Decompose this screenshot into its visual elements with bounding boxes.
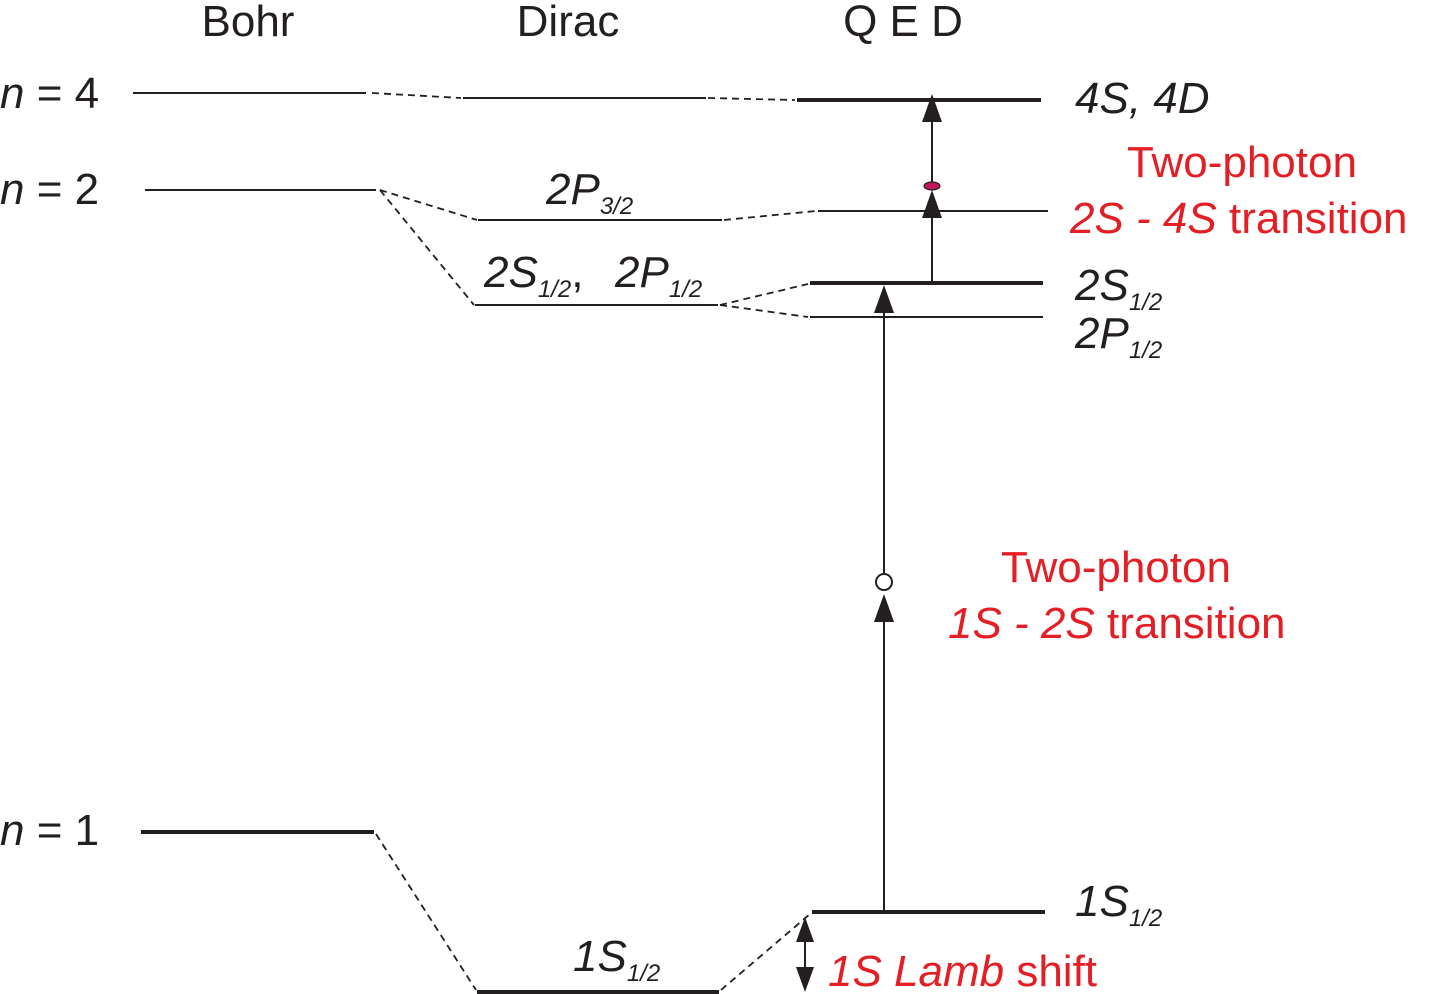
dirac-label-2p32-main: 2P — [545, 165, 600, 214]
annotation-1s-2s-line1: Two-photon — [1001, 543, 1231, 592]
annotation-lamb-shift: 1S Lamb shift — [828, 947, 1097, 994]
qed-label-1s12-sub: 1/2 — [1129, 905, 1162, 932]
bohr-label-n4: n = 4 — [0, 69, 99, 118]
lamb-shift-arrowhead-up — [796, 917, 814, 942]
column-header-bohr: Bohr — [202, 0, 295, 46]
bohr-label-n4-rest: = 4 — [24, 69, 99, 118]
dirac-label-1s12-sub: 1/2 — [627, 960, 660, 987]
qed-label-2s12-main: 2S — [1074, 261, 1129, 310]
dirac-label-2p32-sub: 3/2 — [600, 193, 633, 220]
qed-label-1s12-main: 1S — [1075, 877, 1129, 926]
transition-1s-2s-lower-arrowhead — [874, 594, 894, 622]
annotation-1s-2s-line2: 1S - 2S transition — [948, 599, 1286, 648]
qed-label-2p12-main: 2P — [1074, 309, 1129, 358]
dirac-label-2p32: 2P3/2 — [545, 165, 633, 220]
transition-2s-4s-lower-arrowhead — [922, 190, 942, 218]
connector-dirac-qed-2p32 — [723, 210, 817, 221]
bohr-label-n2-rest: = 2 — [24, 165, 99, 214]
transition-1s-2s-upper-arrowhead — [874, 285, 894, 313]
dirac-label-comma: , — [571, 248, 583, 297]
connector-bohr-dirac-n4 — [371, 92, 462, 99]
bohr-label-n1-rest: = 1 — [24, 806, 99, 855]
transition-2s-4s-upper-arrowhead — [922, 94, 942, 122]
dirac-label-2p12-main: 2P — [614, 248, 669, 297]
bohr-label-n2-var: n — [0, 165, 24, 214]
transition-2s-4s-photon-marker — [923, 181, 941, 191]
bohr-label-n1-var: n — [0, 806, 24, 855]
connector-dirac-qed-1s12 — [720, 913, 811, 991]
dirac-label-1s12: 1S1/2 — [573, 932, 660, 987]
dirac-label-2p12: 2P1/2 — [614, 248, 702, 303]
dirac-label-2p12-sub: 1/2 — [669, 276, 702, 303]
dirac-label-2s12-main: 2S — [483, 248, 538, 297]
annotation-2s-4s-line1: Two-photon — [1127, 138, 1357, 187]
annotation-lamb-rest: shift — [1004, 947, 1097, 994]
bohr-label-n4-var: n — [0, 69, 24, 118]
qed-label-2s12: 2S1/2 — [1074, 261, 1162, 316]
annotation-2s-4s-line2: 2S - 4S transition — [1069, 194, 1408, 243]
connector-dirac-qed-2p12 — [719, 304, 809, 318]
bohr-label-n1: n = 1 — [0, 806, 99, 855]
bohr-label-n2: n = 2 — [0, 165, 99, 214]
annotation-2s-4s-rest: transition — [1217, 194, 1408, 243]
lamb-shift-arrowhead-down — [796, 967, 814, 992]
connector-bohr-dirac-n2-lower — [379, 189, 475, 306]
connector-bohr-dirac-n2-upper — [379, 189, 478, 221]
column-header-dirac: Dirac — [517, 0, 620, 46]
qed-label-2p12-sub: 1/2 — [1129, 337, 1162, 364]
annotation-1s-2s-italic: 1S - 2S — [948, 599, 1095, 648]
connector-dirac-qed-2s12 — [719, 283, 809, 306]
connector-bohr-dirac-n1 — [375, 833, 477, 991]
annotation-2s-4s-italic: 2S - 4S — [1069, 194, 1217, 243]
annotation-lamb-italic: 1S Lamb — [828, 947, 1004, 994]
qed-label-2s12-sub: 1/2 — [1129, 289, 1162, 316]
transition-1s-2s-photon-marker — [875, 573, 893, 591]
qed-label-1s12: 1S1/2 — [1075, 877, 1162, 932]
dirac-label-2s12-sub: 1/2 — [538, 276, 571, 303]
qed-label-2p12: 2P1/2 — [1074, 309, 1162, 364]
connector-dirac-qed-n4 — [707, 97, 796, 101]
column-header-qed: Q E D — [843, 0, 963, 46]
qed-label-4s4d: 4S, 4D — [1075, 74, 1210, 123]
annotation-1s-2s-rest: transition — [1095, 599, 1286, 648]
dirac-label-2s12: 2S1/2, — [483, 248, 583, 303]
dirac-label-1s12-main: 1S — [573, 932, 627, 981]
